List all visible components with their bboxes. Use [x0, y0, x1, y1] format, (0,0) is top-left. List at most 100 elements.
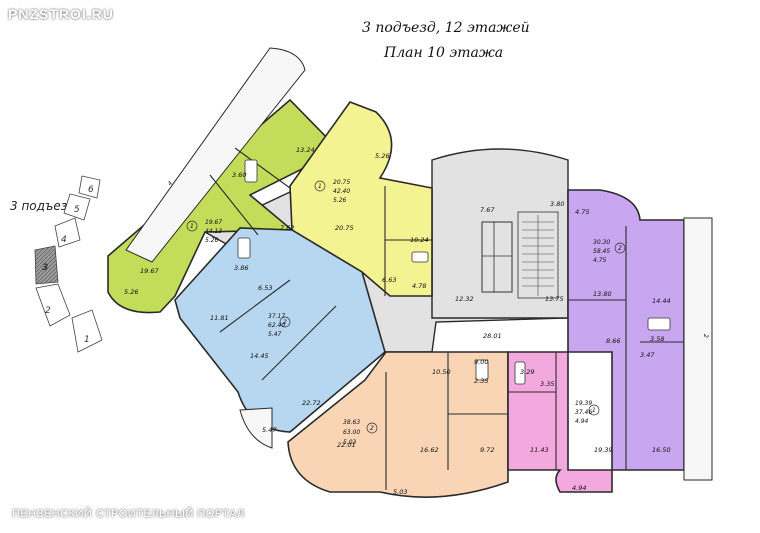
room-area: 9.72: [480, 446, 494, 454]
unit-rooms-orange: 2: [370, 425, 374, 432]
stair-steps: [522, 215, 554, 296]
room-area: 3.58: [650, 335, 664, 343]
locator-section-4: [54, 217, 81, 248]
room-area: 16.50: [652, 446, 671, 454]
room-area: 19.67: [140, 267, 159, 275]
room-area: 6.63: [382, 276, 396, 284]
wall-blue-1: [219, 279, 291, 333]
room-area: 6.53: [258, 284, 272, 292]
room-area: 13.80: [593, 290, 612, 298]
axis-label-right: 2: [702, 334, 709, 338]
unit-info-purple: 2 30.30 58.45 4.75: [593, 239, 626, 264]
room-area: 5.03: [393, 488, 407, 496]
unit-balcony-blue: 5.47: [268, 331, 282, 338]
wall-green-1: [209, 174, 259, 236]
stair-core: [431, 148, 569, 319]
room-area: 7.62: [280, 224, 294, 232]
plan-title: 3 подъезд, 12 этажей: [362, 20, 530, 36]
unit-living-green: 19.67: [205, 219, 222, 226]
apartment-pink: [507, 351, 613, 493]
unit-living-purple: 30.30: [593, 239, 610, 246]
axis-label-left: 4: [166, 180, 174, 188]
locator-section-2: [35, 283, 71, 327]
locator-number-6: 6: [88, 185, 94, 195]
room-area: 3.35: [540, 380, 554, 388]
room-area: 10.24: [410, 236, 429, 244]
unit-living-orange: 38.63: [343, 419, 360, 426]
room-area-labels: 13.24 19.67 5.26 3.60 7.62 20.75 5.26 10…: [124, 146, 671, 496]
unit-balcony-orange: 5.03: [343, 439, 357, 446]
unit-rooms-green: 1: [190, 223, 194, 230]
plan-subtitle: План 10 этажа: [384, 45, 504, 61]
room-area: 3.80: [550, 200, 564, 208]
room-area: 12.32: [455, 295, 474, 303]
unit-balcony-purple: 4.75: [593, 257, 607, 264]
room-area: 13.75: [545, 295, 564, 303]
room-area: 5.26: [124, 288, 138, 296]
bath-purple: [647, 317, 671, 331]
bath-yellow: [411, 251, 429, 263]
room-area: 7.67: [480, 206, 495, 214]
unit-total-pink: 37.46: [575, 409, 592, 416]
unit-info-yellow: 1 20.75 42.40 5.26: [314, 179, 350, 204]
unit-total-blue: 62.40: [268, 322, 285, 329]
unit-balcony-yellow: 5.26: [333, 197, 347, 204]
room-area: 3.29: [520, 368, 534, 376]
unit-total-purple: 58.45: [593, 248, 610, 255]
wall-blue-2: [261, 305, 337, 381]
room-area: 11.43: [530, 446, 549, 454]
balconies: [125, 47, 713, 481]
unit-total-yellow: 42.40: [333, 188, 350, 195]
room-area: 13.24: [296, 146, 315, 154]
site-watermark: PNZSTROI.RU: [8, 6, 114, 22]
unit-rooms-yellow: 1: [318, 183, 322, 190]
staircase: [517, 211, 559, 299]
axis-annotations: 4 2: [166, 180, 709, 338]
bath-blue: [237, 237, 251, 259]
internal-walls: [209, 147, 684, 490]
room-area: 9.00: [474, 358, 488, 366]
locator-section-1: [71, 309, 103, 353]
unit-info-blue: 2 37.17 62.40 5.47: [268, 313, 291, 338]
bath-orange: [475, 359, 489, 381]
locator-section-5: [63, 193, 91, 221]
room-area: 22.01: [337, 441, 356, 449]
locator-section-6: [78, 175, 101, 199]
portal-watermark: ПЕНЗЕНСКИЙ СТРОИТЕЛЬНЫЙ ПОРТАЛ: [12, 508, 245, 520]
locator-number-4: 4: [61, 235, 67, 245]
unit-total-orange: 63.00: [343, 429, 360, 436]
unit-living-pink: 19.39: [575, 400, 592, 407]
unit-info-green: 1 19.67 44.13 5.26: [186, 219, 222, 244]
room-area: 5.26: [375, 152, 389, 160]
room-area: 28.01: [483, 332, 502, 340]
room-area: 4.75: [575, 208, 589, 216]
room-area: 3.86: [234, 264, 248, 272]
bath-green: [244, 159, 258, 183]
room-area: 3.60: [232, 171, 246, 179]
locator-label: 3 подъезд: [10, 199, 75, 213]
room-area: 5.47: [262, 426, 277, 434]
unit-info-orange: 2 38.63 63.00 5.03: [343, 419, 378, 446]
balcony-east: [683, 217, 713, 481]
room-area: 2.35: [474, 377, 488, 385]
room-area: 14.44: [652, 297, 671, 305]
balcony-south: [239, 407, 273, 449]
unit-info-pink: 1 19.39 37.46 4.94: [575, 400, 600, 425]
room-area: 8.66: [606, 337, 620, 345]
apartment-yellow: [289, 101, 433, 297]
unit-living-blue: 37.17: [268, 313, 285, 320]
elevator-shaft: [481, 221, 513, 293]
unit-living-yellow: 20.75: [333, 179, 350, 186]
locator-number-5: 5: [74, 205, 80, 215]
building-locator: 3 подъезд 6 5 4 3 2 1: [10, 175, 103, 353]
unit-rooms-purple: 2: [618, 245, 622, 252]
room-area: 4.78: [412, 282, 426, 290]
unit-rooms-pink: 1: [592, 407, 596, 414]
bath-pink: [514, 361, 526, 385]
balcony-west: [125, 47, 306, 263]
room-area: 3.47: [640, 351, 655, 359]
apartment-orange: [287, 351, 509, 498]
unit-rooms-blue: 2: [283, 319, 287, 326]
bathrooms: [237, 159, 671, 385]
